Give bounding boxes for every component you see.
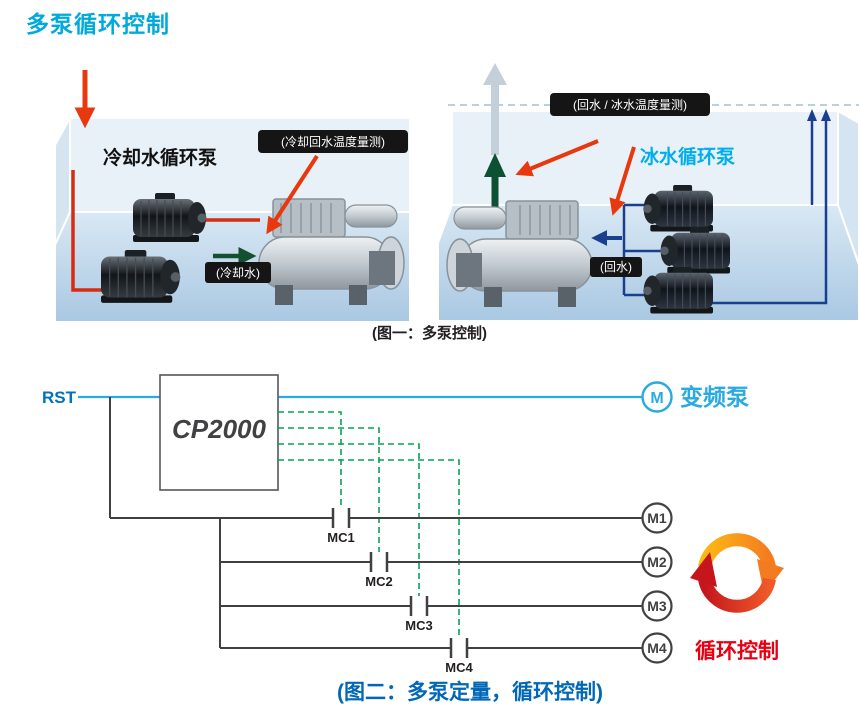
cycle-icon — [690, 533, 784, 613]
figure1-caption: (图一：多泵控制) — [372, 325, 487, 342]
contact-label: MC3 — [405, 618, 432, 633]
svg-text:(冷却水): (冷却水) — [216, 266, 260, 280]
branch-row: MC1 M1 — [110, 502, 673, 545]
branch-row: MC4 M4 — [220, 632, 673, 675]
contact-icon — [409, 596, 429, 616]
motor-label: M2 — [647, 554, 667, 570]
chiller-unit — [258, 198, 405, 305]
red-arrow-icon — [609, 146, 636, 216]
chiller-unit — [446, 200, 593, 307]
contact-icon — [449, 638, 469, 658]
control-dashed-lines — [278, 411, 460, 638]
right-pump-label: 冰水循环泵 — [640, 145, 735, 168]
svg-text:M: M — [650, 390, 663, 407]
return-water-tag: (回水) — [590, 257, 642, 277]
temp-probe-arrow-icon — [266, 154, 319, 235]
red-arrow-icon — [515, 139, 599, 177]
contact-label: MC4 — [445, 660, 473, 675]
svg-text:(回水): (回水) — [600, 260, 632, 274]
motor-label: M3 — [647, 598, 667, 614]
figure2-caption: (图二：多泵定量，循环控制) — [337, 681, 603, 704]
return-up-arrow-gray-icon — [483, 63, 507, 155]
figure1-right-illustration: (回水 / 冰水温度量测) 冰水循环泵 (回水) — [438, 63, 859, 321]
vfd-label: 变频泵 — [680, 384, 749, 410]
figure2-circuit: RST CP2000 M 变频泵 MC1 — [42, 374, 784, 675]
motor-label: M4 — [647, 640, 667, 656]
svg-text:(回水 / 冰水温度量测): (回水 / 冰水温度量测) — [573, 97, 687, 112]
figure1-left-illustration: 冷却水循环泵 (冷却回水温度量测) (冷却水) — [55, 70, 410, 322]
rst-label: RST — [42, 388, 77, 407]
contact-icon — [369, 552, 389, 572]
cooling-return-temp-tag: (冷却回水温度量测) — [258, 130, 408, 153]
pipe-up-arrow-icon — [821, 109, 831, 121]
cycle-label: 循环控制 — [695, 639, 779, 663]
left-pump-label: 冷却水循环泵 — [103, 146, 217, 169]
contact-label: MC2 — [365, 574, 392, 589]
branch-row: MC2 M2 — [220, 546, 673, 589]
return-chilled-temp-tag: (回水 / 冰水温度量测) — [550, 93, 710, 116]
vfd-motor: M — [641, 381, 673, 413]
motor-label: M1 — [647, 510, 667, 526]
branch-row: MC3 M3 — [220, 590, 673, 633]
pipe-up-arrow-icon — [807, 109, 817, 121]
svg-text:CP2000: CP2000 — [172, 414, 266, 444]
page-title: 多泵循环控制 — [26, 11, 170, 37]
cooling-water-tag: (冷却水) — [205, 262, 271, 283]
contact-label: MC1 — [327, 530, 354, 545]
controller-box: CP2000 — [159, 374, 279, 491]
svg-text:(冷却回水温度量测): (冷却回水温度量测) — [281, 134, 385, 149]
contact-icon — [331, 508, 351, 528]
